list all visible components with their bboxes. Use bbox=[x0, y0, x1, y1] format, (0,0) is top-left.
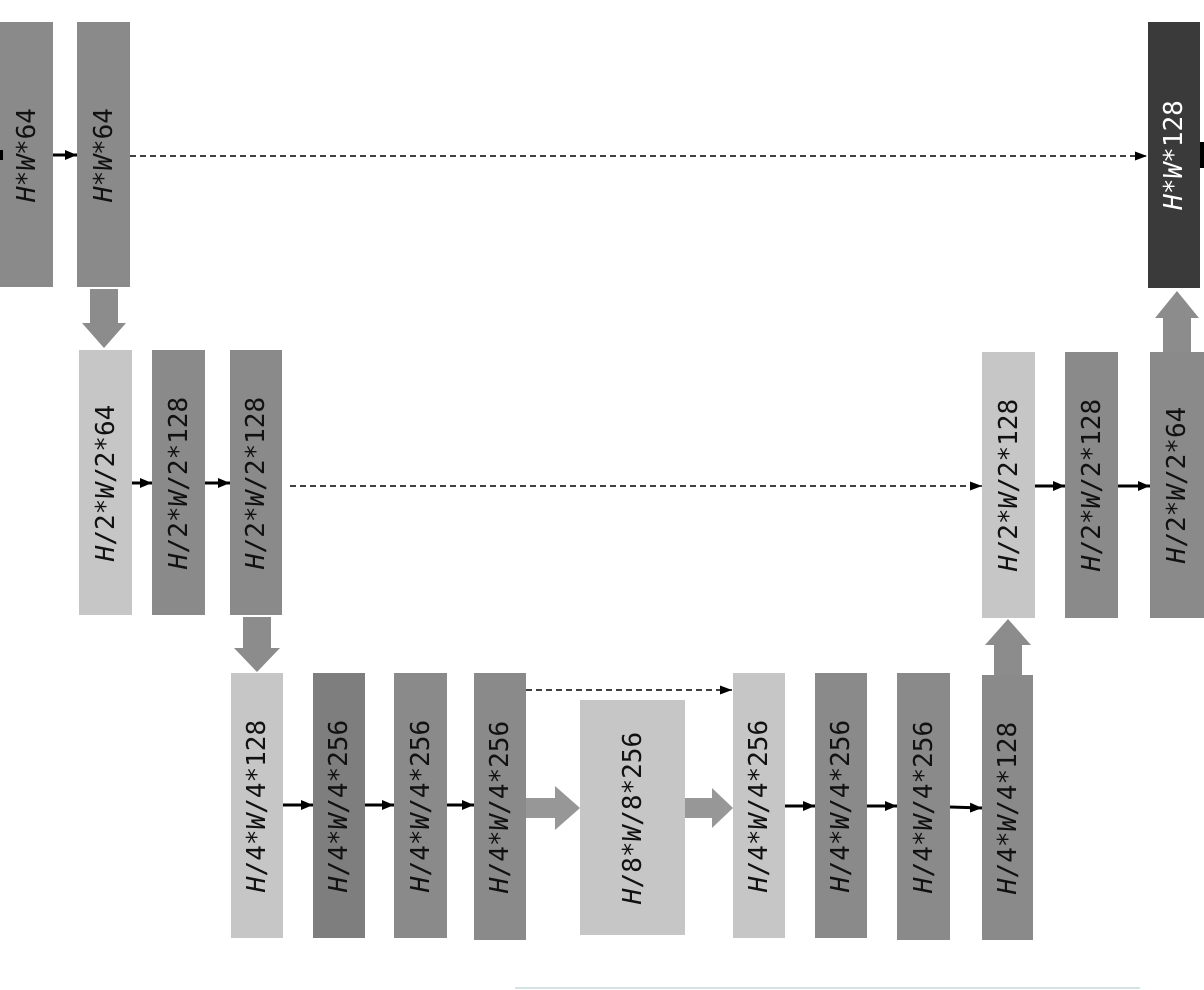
block-label: H/4*W/4*256 bbox=[405, 719, 436, 892]
output-arrow-stub bbox=[1200, 142, 1204, 168]
block-label: H*W*128 bbox=[1159, 100, 1189, 210]
block-label: H/4*W/4*256 bbox=[485, 720, 515, 893]
upsample-arrow-level3 bbox=[985, 619, 1031, 675]
downsample-arrow-level2 bbox=[234, 617, 280, 672]
decoder-block-level3-c: H/4*W/4*256 bbox=[897, 673, 950, 940]
encoder-block-level2-a: H/2*W/2*64 bbox=[79, 350, 132, 615]
block-label: H*W*64 bbox=[11, 107, 42, 202]
encoder-block-level3-a: H/4*W/4*128 bbox=[231, 673, 283, 938]
encoder-block-level1-b: H*W*64 bbox=[77, 22, 130, 287]
block-label: H/2*W/2*64 bbox=[1162, 406, 1192, 564]
decoder-block-level2-c: H/2*W/2*64 bbox=[1150, 352, 1204, 618]
encoder-block-level2-c: H/2*W/2*128 bbox=[230, 350, 282, 615]
block-label: H/2*W/2*128 bbox=[1076, 398, 1107, 572]
block-label: H/2*W/2*128 bbox=[993, 398, 1024, 572]
block-label: H/8*W/8*256 bbox=[617, 731, 648, 904]
bottom-divider bbox=[515, 987, 1140, 989]
block-label: H/4*W/4*256 bbox=[744, 719, 774, 892]
block-label: H/4*W/4*256 bbox=[826, 719, 856, 892]
block-label: H/4*W/4*128 bbox=[242, 719, 272, 892]
block-label: H/2*W/2*128 bbox=[163, 396, 194, 569]
encoder-block-level2-b: H/2*W/2*128 bbox=[152, 350, 205, 615]
encoder-block-level3-d: H/4*W/4*256 bbox=[474, 673, 526, 940]
block-label: H/4*W/4*256 bbox=[324, 719, 354, 892]
decoder-block-level2-b: H/2*W/2*128 bbox=[1065, 352, 1118, 618]
bottleneck-in-arrow bbox=[526, 786, 580, 830]
decoder-block-level3-b: H/4*W/4*256 bbox=[815, 673, 867, 938]
upsample-arrow-level2 bbox=[1155, 291, 1199, 352]
block-label: H*W*64 bbox=[88, 107, 119, 202]
encoder-block-level1-a: H*W*64 bbox=[0, 22, 53, 287]
block-label: H/4*W/4*256 bbox=[908, 720, 939, 893]
bottleneck-block: H/8*W/8*256 bbox=[580, 700, 685, 935]
downsample-arrow-level1 bbox=[82, 289, 126, 348]
block-label: H/4*W/4*128 bbox=[992, 721, 1023, 894]
block-label: H/2*W/2*128 bbox=[241, 396, 271, 569]
encoder-block-level3-b: H/4*W/4*256 bbox=[313, 673, 365, 938]
decoder-block-level3-a: H/4*W/4*256 bbox=[733, 673, 785, 938]
encoder-block-level3-c: H/4*W/4*256 bbox=[394, 673, 447, 938]
decoder-block-level2-a: H/2*W/2*128 bbox=[982, 352, 1035, 618]
bottleneck-out-arrow bbox=[685, 788, 733, 828]
conv-arrow-l3-6 bbox=[949, 802, 983, 813]
decoder-output-block-level1: H*W*128 bbox=[1148, 22, 1200, 288]
decoder-block-level3-d: H/4*W/4*128 bbox=[982, 675, 1033, 940]
block-label: H/2*W/2*64 bbox=[90, 404, 121, 561]
